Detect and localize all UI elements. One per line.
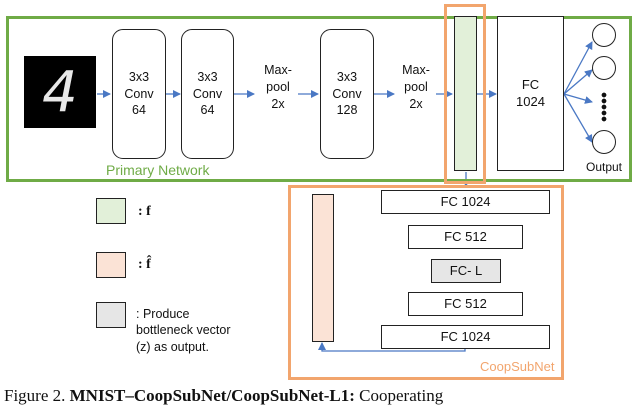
arrow-fc-out4 (563, 93, 593, 143)
caption-bold: MNIST–CoopSubNet/CoopSubNet-L1: (69, 386, 355, 405)
conv3-box: 3x3 Conv 128 (320, 29, 374, 159)
maxpool2-label: Max- pool 2x (402, 63, 430, 111)
primary-network-label: Primary Network (106, 162, 210, 178)
coop-fc1024-bottom: FC 1024 (381, 325, 550, 349)
input-digit-glyph: 4 (42, 59, 78, 125)
coopsubnet-container (288, 185, 564, 380)
legend-bottleneck-swatch (96, 302, 126, 328)
coop-fc512-top: FC 512 (408, 225, 523, 249)
legend-bottleneck-label: : Produce bottleneck vector (z) as outpu… (136, 307, 231, 354)
arrow-fc-out3 (563, 93, 593, 104)
feature-vector-f (454, 16, 477, 171)
fc-1024-box: FC 1024 (497, 16, 564, 171)
arrow-fc-out2 (563, 69, 593, 95)
reconstructed-vector-fhat (312, 194, 334, 342)
output-label: Output (585, 160, 623, 174)
coop-fc-l-bottleneck: FC- L (431, 259, 501, 283)
maxpool1-label: Max- pool 2x (264, 63, 292, 111)
caption-prefix: Figure 2. (4, 386, 70, 405)
output-node-2 (592, 56, 616, 80)
output-node-1 (592, 23, 616, 47)
figure-caption: Figure 2. MNIST–CoopSubNet/CoopSubNet-L1… (4, 386, 443, 406)
f-highlight-frame (444, 4, 486, 184)
legend-f-swatch (96, 198, 126, 224)
legend-f-label: : f (138, 204, 151, 219)
primary-network-container (6, 16, 632, 182)
input-digit-image: 4 (24, 56, 96, 128)
legend-fhat-label: : f̂ (138, 257, 151, 272)
coop-fc512-bottom: FC 512 (408, 292, 523, 316)
output-node-3 (592, 130, 616, 154)
output-ellipsis-dots (601, 92, 607, 122)
coop-fc1024-top: FC 1024 (381, 190, 550, 214)
arrow-fc-out1 (563, 41, 593, 95)
coopsubnet-label: CoopSubNet (480, 359, 555, 374)
legend-fhat-swatch (96, 252, 126, 278)
conv2-box: 3x3 Conv 64 (181, 29, 234, 159)
caption-rest: Cooperating (354, 386, 444, 405)
conv1-box: 3x3 Conv 64 (112, 29, 166, 159)
